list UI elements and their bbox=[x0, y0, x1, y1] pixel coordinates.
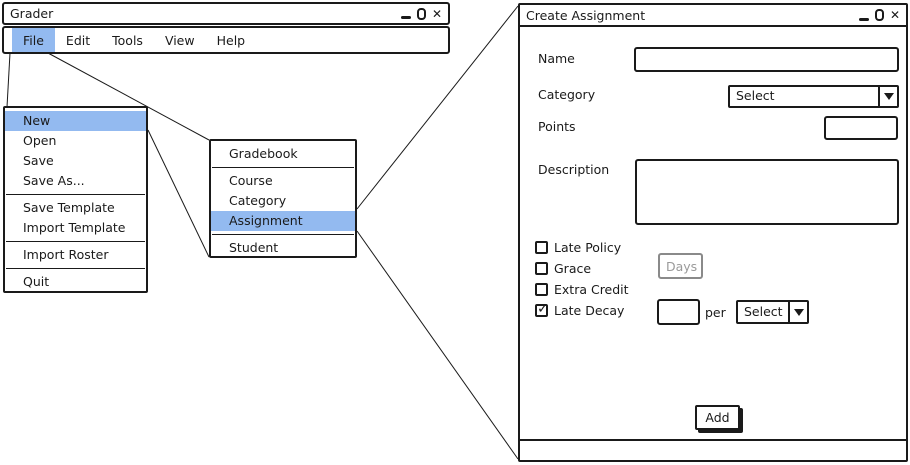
points-input[interactable] bbox=[824, 116, 898, 140]
late-decay-label: Late Decay bbox=[554, 303, 625, 318]
file-dropdown-menu: New Open Save Save As... Save Template I… bbox=[3, 106, 148, 293]
connector-file-to-menu bbox=[6, 52, 11, 108]
minimize-icon[interactable] bbox=[858, 17, 869, 21]
menu-separator bbox=[6, 194, 145, 195]
menu-separator bbox=[212, 167, 354, 168]
menu-help[interactable]: Help bbox=[216, 32, 246, 48]
description-label: Description bbox=[538, 162, 610, 177]
file-menu-item-new[interactable]: New bbox=[5, 111, 146, 131]
minimize-icon[interactable] bbox=[400, 16, 411, 19]
submenu-item-student[interactable]: Student bbox=[229, 240, 279, 255]
menu-tools[interactable]: Tools bbox=[112, 32, 143, 48]
checkmark-icon: ✓ bbox=[537, 301, 549, 317]
late-decay-unit-select[interactable]: Select bbox=[736, 300, 809, 324]
dialog-status-bar bbox=[520, 439, 906, 460]
chevron-down-icon[interactable] bbox=[788, 302, 807, 322]
connector-assignment-to-dialog-top bbox=[356, 5, 519, 210]
late-decay-amount-input[interactable] bbox=[657, 299, 700, 325]
category-label: Category bbox=[538, 87, 596, 102]
menu-separator bbox=[6, 268, 145, 269]
points-label: Points bbox=[538, 119, 576, 134]
file-menu-item-quit[interactable]: Quit bbox=[23, 274, 50, 289]
grader-window-controls: ✕ bbox=[400, 6, 442, 21]
description-textarea[interactable] bbox=[635, 159, 899, 225]
late-decay-unit-value: Select bbox=[744, 303, 783, 319]
late-policy-label: Late Policy bbox=[554, 240, 622, 255]
close-icon[interactable]: ✕ bbox=[431, 6, 442, 21]
grader-window-titlebar[interactable]: Grader ✕ bbox=[2, 2, 450, 25]
grader-menu-bar: File Edit Tools View Help bbox=[2, 26, 450, 54]
close-icon[interactable]: ✕ bbox=[889, 8, 900, 22]
extra-credit-label: Extra Credit bbox=[554, 282, 629, 297]
submenu-item-category[interactable]: Category bbox=[229, 193, 287, 208]
menu-view[interactable]: View bbox=[164, 32, 195, 48]
file-menu-item-save[interactable]: Save bbox=[23, 153, 54, 168]
add-button[interactable]: Add bbox=[695, 405, 740, 430]
new-submenu: Gradebook Course Category Assignment Stu… bbox=[209, 139, 357, 258]
name-input[interactable] bbox=[634, 47, 899, 72]
submenu-item-gradebook[interactable]: Gradebook bbox=[229, 146, 298, 161]
file-menu-item-save-template[interactable]: Save Template bbox=[23, 200, 115, 215]
chevron-down-icon[interactable] bbox=[878, 87, 897, 106]
create-assignment-dialog: Create Assignment ✕ Name Category Select… bbox=[518, 3, 908, 462]
menu-edit[interactable]: Edit bbox=[65, 32, 91, 48]
maximize-icon[interactable] bbox=[416, 7, 426, 20]
maximize-icon[interactable] bbox=[874, 9, 884, 21]
per-label: per bbox=[705, 305, 726, 320]
grader-window-title: Grader bbox=[10, 6, 54, 21]
category-select-value: Select bbox=[736, 88, 775, 104]
name-label: Name bbox=[538, 51, 575, 66]
extra-credit-checkbox[interactable] bbox=[535, 283, 548, 296]
late-decay-checkbox[interactable]: ✓ bbox=[535, 301, 549, 317]
file-menu-item-save-as[interactable]: Save As... bbox=[23, 173, 85, 188]
dialog-title: Create Assignment bbox=[526, 7, 646, 23]
category-select[interactable]: Select bbox=[728, 85, 899, 108]
dialog-titlebar[interactable]: Create Assignment ✕ bbox=[520, 5, 906, 27]
late-policy-checkbox[interactable] bbox=[535, 241, 548, 254]
submenu-item-assignment[interactable]: Assignment bbox=[211, 211, 355, 231]
file-menu-item-import-template[interactable]: Import Template bbox=[23, 220, 126, 235]
file-menu-item-import-roster[interactable]: Import Roster bbox=[23, 247, 109, 262]
grace-checkbox[interactable] bbox=[535, 262, 548, 275]
file-menu-item-open[interactable]: Open bbox=[23, 133, 57, 148]
dialog-window-controls: ✕ bbox=[858, 8, 900, 22]
submenu-item-course[interactable]: Course bbox=[229, 173, 273, 188]
connector-new-to-submenu-bottom bbox=[147, 129, 210, 258]
grace-days-input[interactable]: Days bbox=[658, 253, 703, 279]
connector-file-to-submenu-top bbox=[47, 52, 210, 141]
menu-file[interactable]: File bbox=[12, 28, 55, 52]
connector-assignment-to-dialog-bottom bbox=[356, 230, 519, 460]
menu-separator bbox=[212, 234, 354, 235]
menu-separator bbox=[6, 241, 145, 242]
grace-label: Grace bbox=[554, 261, 592, 276]
